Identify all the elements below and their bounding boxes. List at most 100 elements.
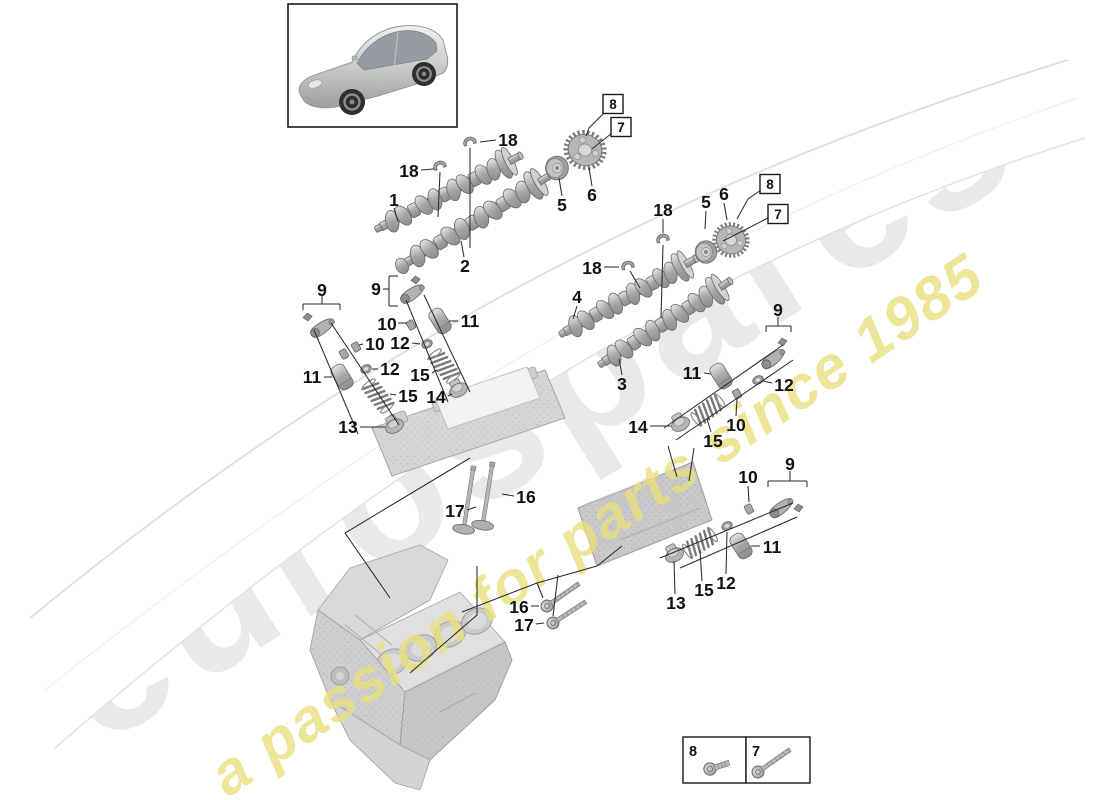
- callout-leader: [703, 372, 712, 375]
- camshaft-sprocket-5a: [545, 155, 569, 181]
- connector-line: [330, 322, 400, 426]
- part-callout-11[interactable]: 11: [763, 537, 782, 557]
- part-callout-10[interactable]: 10: [726, 415, 746, 435]
- part-callout-2[interactable]: 2: [460, 256, 470, 276]
- part-callout-15[interactable]: 15: [398, 386, 418, 406]
- rocker-clip-9d: [792, 502, 805, 514]
- callout-leader: [673, 560, 676, 595]
- connector-line: [675, 359, 794, 441]
- callout-leader: [588, 167, 593, 187]
- part-callout-15[interactable]: 15: [694, 580, 714, 600]
- part-callout-17[interactable]: 17: [445, 501, 464, 521]
- watermark-ribbon: [29, 59, 1086, 749]
- callout-leader: [420, 168, 435, 171]
- callout-leader: [747, 485, 750, 503]
- part-callout-14[interactable]: 14: [628, 417, 648, 437]
- leader-line-layer: [302, 111, 808, 674]
- part-callout-18[interactable]: 18: [582, 258, 602, 278]
- callout-leader: [704, 210, 707, 230]
- boxed-callout-7[interactable]: 7: [774, 207, 782, 222]
- callout-leader: [460, 240, 465, 258]
- part-callout-18[interactable]: 18: [498, 130, 518, 150]
- connector-line: [405, 299, 449, 403]
- part-callout-13[interactable]: 13: [666, 593, 686, 613]
- boxed-callout-frame-7: [610, 116, 632, 138]
- part-callout-12[interactable]: 12: [380, 359, 400, 379]
- boxed-callout-7[interactable]: 7: [617, 120, 625, 135]
- part-callout-9[interactable]: 9: [317, 280, 327, 300]
- rocker-clip-9b: [409, 274, 422, 286]
- callout-leader: [358, 343, 364, 346]
- spacer-10d: [743, 502, 755, 516]
- part-callout-18[interactable]: 18: [653, 200, 673, 220]
- part-callout-6[interactable]: 6: [719, 184, 729, 204]
- boxed-callout-8[interactable]: 8: [609, 97, 617, 112]
- camshaft-2-end-piece: [395, 258, 409, 274]
- part-callout-14[interactable]: 14: [426, 387, 446, 407]
- callout-leader: [431, 369, 438, 374]
- part-callout-12[interactable]: 12: [774, 375, 794, 395]
- callout-leader: [572, 305, 578, 320]
- boxed-callout-8[interactable]: 8: [766, 177, 774, 192]
- fastener-legend: 8 7: [682, 736, 811, 784]
- callout-leader: [735, 398, 738, 417]
- part-callout-11[interactable]: 11: [461, 311, 480, 331]
- connector-line: [660, 244, 664, 319]
- connector-line: [344, 457, 471, 599]
- connector-line: [536, 582, 544, 599]
- callout-leader: [725, 531, 728, 575]
- legend-number-8: 8: [689, 744, 697, 760]
- car-thumbnail: [287, 3, 458, 128]
- callout-leader: [411, 342, 421, 345]
- connector-line: [313, 329, 359, 435]
- crescent-key-18a: [431, 158, 447, 172]
- part-callout-3[interactable]: 3: [617, 374, 627, 394]
- rocker-arm-9b: [397, 280, 428, 307]
- rocker-arm-9a: [307, 314, 338, 341]
- part-callout-5[interactable]: 5: [557, 195, 567, 215]
- part-callout-13[interactable]: 13: [338, 417, 358, 437]
- boxed-callout-frame-8: [602, 93, 624, 115]
- part-callout-9[interactable]: 9: [773, 300, 783, 320]
- part-callout-16[interactable]: 16: [509, 597, 529, 617]
- part-callout-5[interactable]: 5: [701, 192, 711, 212]
- callout-leader: [585, 111, 606, 137]
- boxed-callout-frame-8: [759, 173, 781, 195]
- car-illustration: [298, 25, 449, 115]
- boxed-callout-frame-7: [767, 203, 789, 225]
- part-callout-9[interactable]: 9: [785, 454, 795, 474]
- part-callout-1[interactable]: 1: [389, 190, 399, 210]
- part-callout-11[interactable]: 11: [683, 363, 702, 383]
- part-callout-4[interactable]: 4: [572, 287, 582, 307]
- part-callout-10[interactable]: 10: [377, 314, 397, 334]
- connector-line: [659, 502, 794, 559]
- callout-leader: [723, 202, 728, 221]
- part-callout-6[interactable]: 6: [587, 185, 597, 205]
- part-callout-16[interactable]: 16: [516, 487, 536, 507]
- connector-line: [688, 447, 695, 482]
- callout-leader: [591, 132, 613, 150]
- part-callout-10[interactable]: 10: [365, 334, 385, 354]
- connector-line: [667, 445, 678, 478]
- part-callout-12[interactable]: 12: [390, 333, 410, 353]
- part-callout-15[interactable]: 15: [410, 365, 430, 385]
- callout-leader: [722, 217, 769, 242]
- connector-line: [552, 574, 559, 617]
- part-callout-10[interactable]: 10: [738, 467, 758, 487]
- callout-leader: [389, 393, 397, 396]
- connector-line: [437, 171, 441, 218]
- part-callout-11[interactable]: 11: [303, 367, 322, 387]
- connector-line: [663, 344, 784, 429]
- spacer-extra: [338, 347, 350, 361]
- part-callout-17[interactable]: 17: [514, 615, 533, 635]
- part-callout-12[interactable]: 12: [716, 573, 736, 593]
- connector-line: [679, 516, 798, 569]
- part-callout-18[interactable]: 18: [399, 161, 419, 181]
- part-callout-9[interactable]: 9: [371, 279, 381, 299]
- part-callout-15[interactable]: 15: [703, 431, 723, 451]
- callout-leader: [762, 380, 773, 384]
- connector-line: [629, 270, 641, 289]
